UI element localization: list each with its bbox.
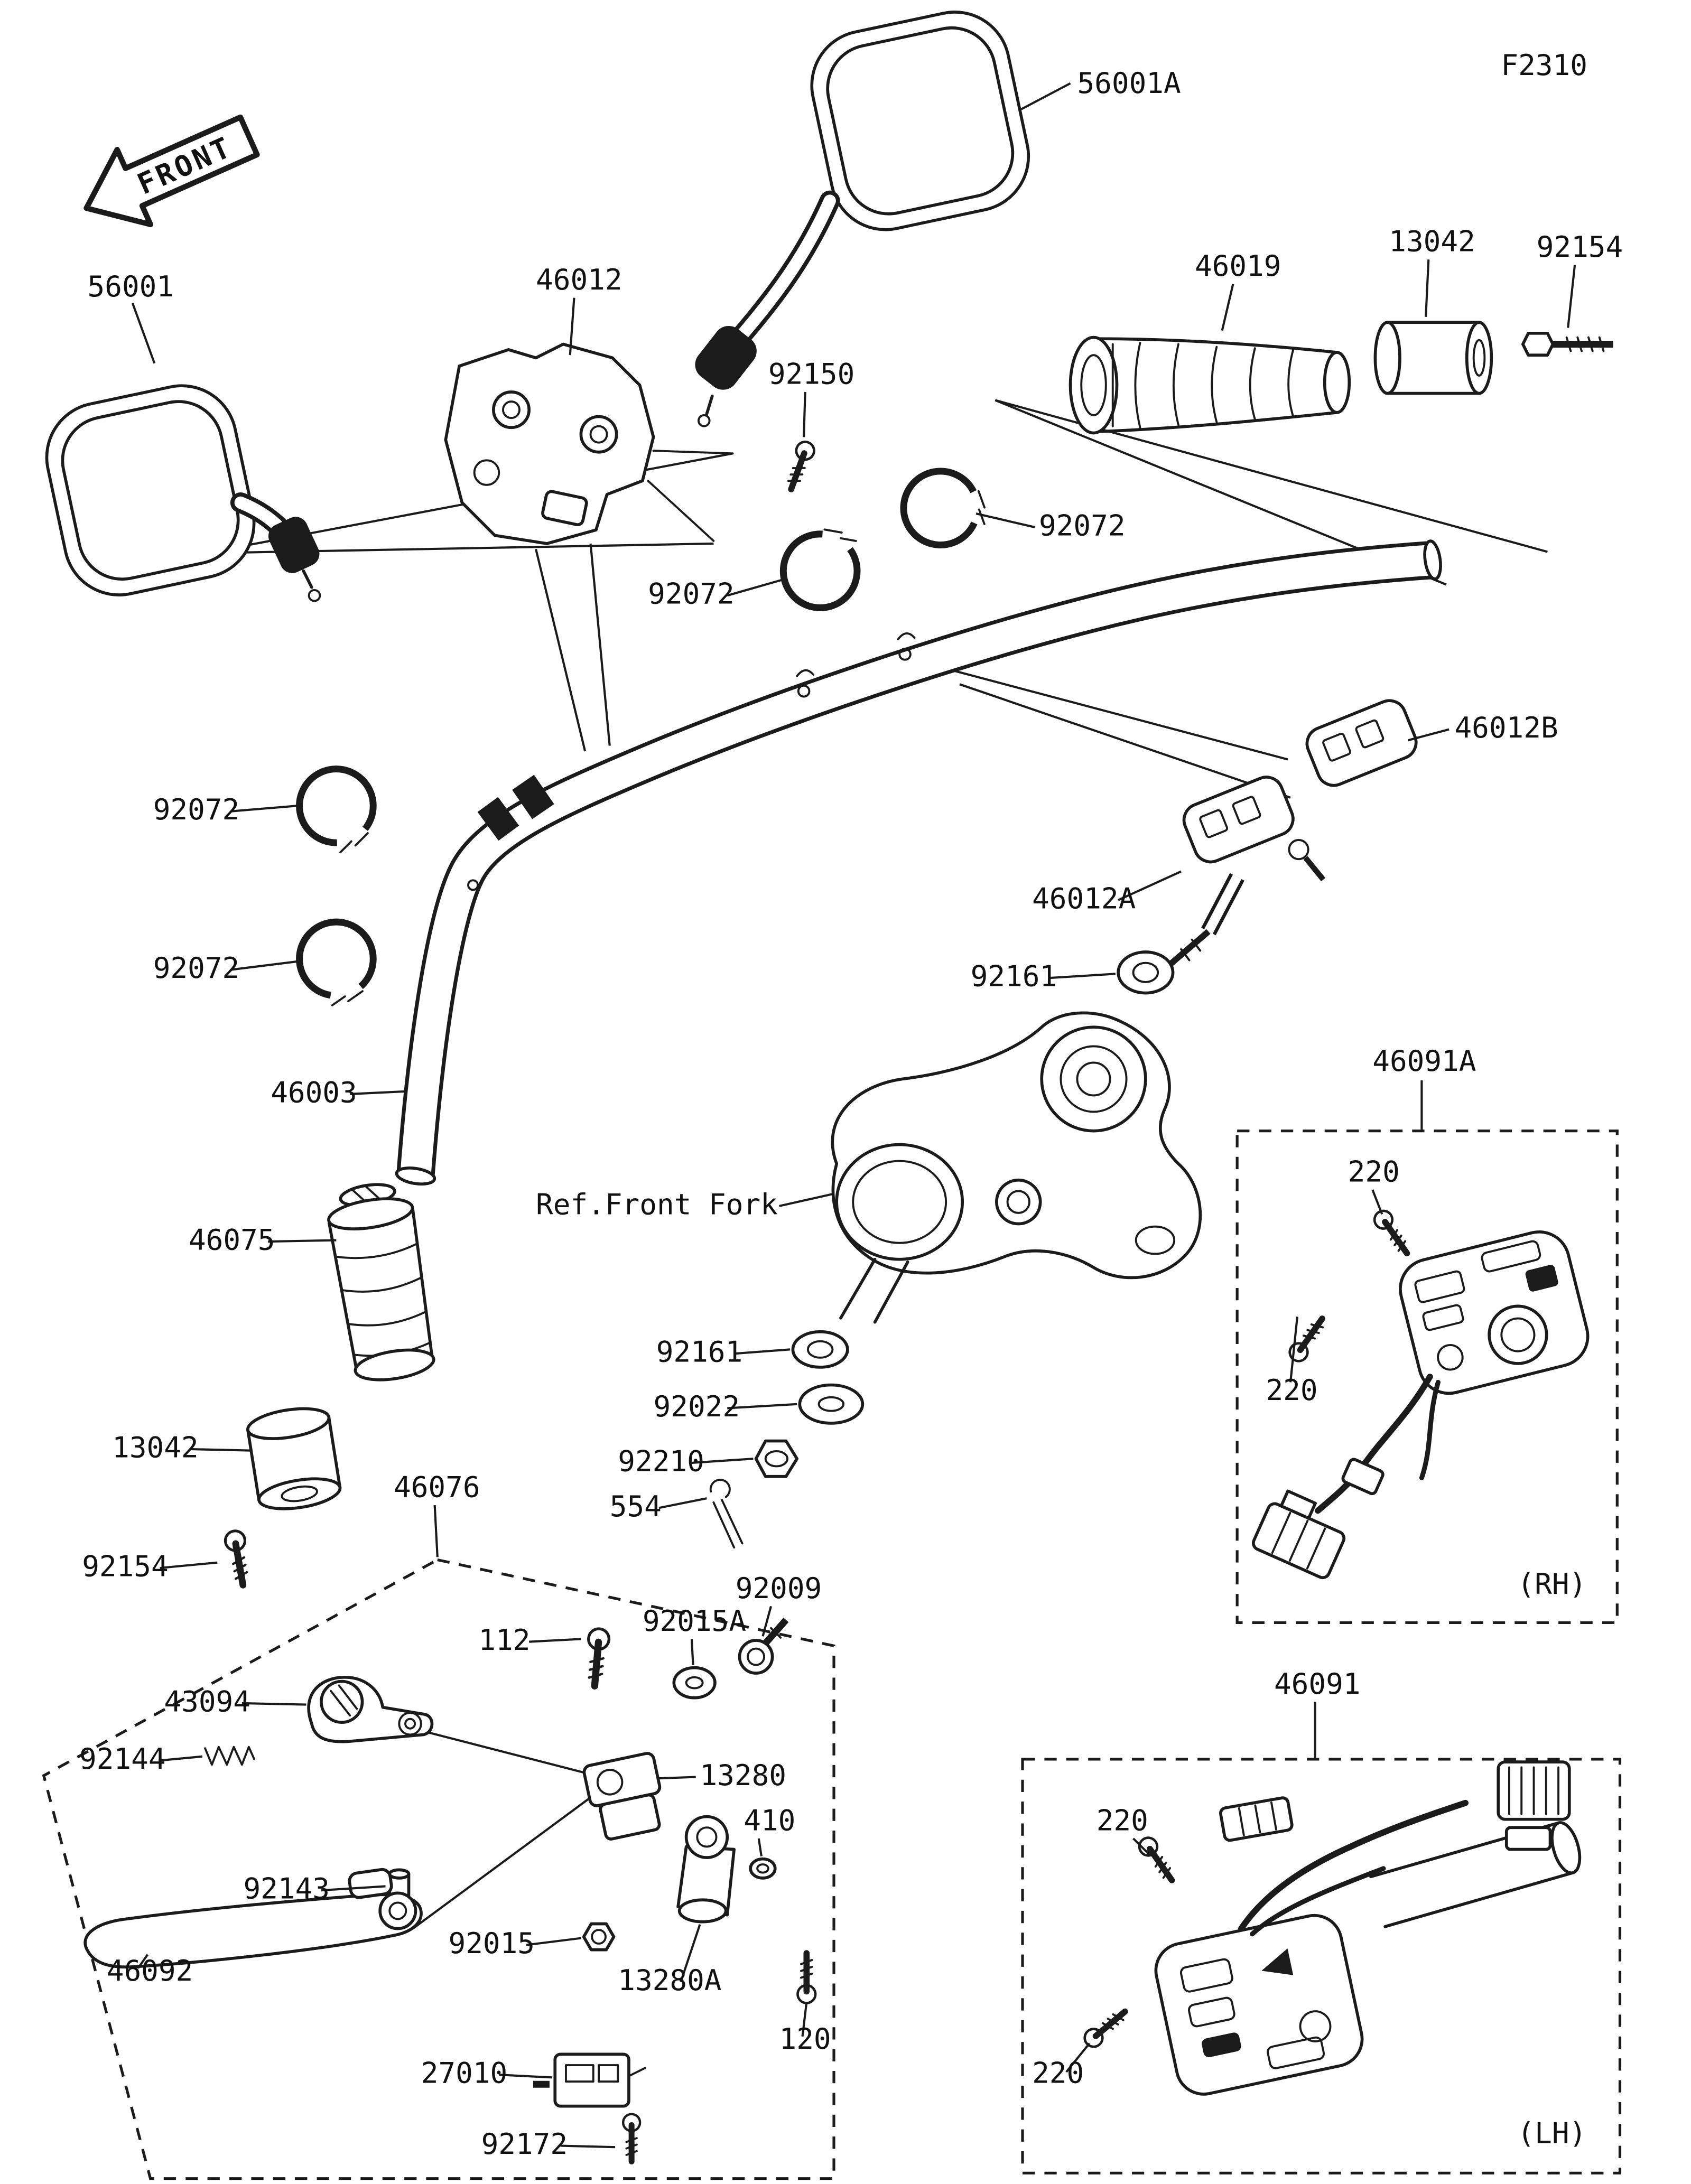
part-label-92015a: 92015A xyxy=(643,1604,746,1638)
part-label-13042-right: 13042 xyxy=(1389,225,1475,258)
band-clamp-92072-mid xyxy=(769,514,879,622)
part-label-46012a: 46012A xyxy=(1032,882,1136,915)
rh-label: (RH) xyxy=(1517,1567,1586,1601)
washer-92022 xyxy=(798,1383,865,1425)
clutch-assembly-46076 xyxy=(42,1558,835,2180)
part-label-46091a: 46091A xyxy=(1372,1044,1476,1078)
part-label-92072-left-1: 92072 xyxy=(153,793,240,826)
lh-connector-block xyxy=(1497,1760,1571,1851)
ref-front-fork-label: Ref.Front Fork xyxy=(536,1188,778,1221)
part-label-13042-left: 13042 xyxy=(112,1431,199,1464)
clamp-46012a xyxy=(1168,776,1326,967)
part-label-554: 554 xyxy=(610,1490,662,1523)
nut-92210 xyxy=(754,1439,799,1478)
front-direction-arrow: FRONT xyxy=(83,114,260,228)
part-label-92150: 92150 xyxy=(768,358,855,391)
part-label-43094: 43094 xyxy=(164,1685,250,1718)
clutch-lever-46092 xyxy=(83,1868,423,1969)
part-label-120: 120 xyxy=(779,2022,831,2056)
part-label-92072-mid: 92072 xyxy=(648,577,735,611)
knurl-band xyxy=(477,797,519,841)
leader-lines xyxy=(131,82,1576,2149)
part-label-92161-lower: 92161 xyxy=(656,1336,743,1369)
part-label-92210: 92210 xyxy=(618,1444,704,1478)
bolt-92154-left xyxy=(224,1529,253,1587)
lh-label: (LH) xyxy=(1517,2116,1586,2150)
part-label-56001: 56001 xyxy=(88,270,174,303)
clamp-holder-46012 xyxy=(444,342,734,545)
band-clamp-92072-right xyxy=(891,459,998,561)
part-label-27010: 27010 xyxy=(421,2057,508,2090)
bar-end-weight-13042-left xyxy=(246,1407,342,1510)
spring-92144 xyxy=(204,1746,256,1766)
part-label-56001a: 56001A xyxy=(1077,67,1181,100)
part-label-92154-right: 92154 xyxy=(1537,230,1623,264)
washer-92015a xyxy=(672,1666,717,1700)
screw-92172 xyxy=(623,2114,640,2162)
handlebar-46003 xyxy=(395,539,1442,1186)
band-clamp-92072-left-upper xyxy=(300,769,374,853)
washer-410 xyxy=(749,1857,777,1880)
part-label-13280: 13280 xyxy=(700,1759,786,1792)
part-label-46092: 46092 xyxy=(107,1954,193,1987)
page-code-label: F2310 xyxy=(1501,49,1587,82)
part-label-92072-right: 92072 xyxy=(1039,509,1126,542)
rh-connector xyxy=(1252,1489,1346,1580)
part-label-92154-left: 92154 xyxy=(82,1550,169,1583)
part-labels: F2310 56001A 56001 46012 92150 46019 130… xyxy=(79,49,1623,2161)
part-label-92072-left-2: 92072 xyxy=(153,951,240,985)
part-label-92022: 92022 xyxy=(654,1390,740,1423)
part-label-13280a: 13280A xyxy=(618,1964,721,1997)
lh-bar-stub xyxy=(1369,1821,1582,1928)
part-label-46012: 46012 xyxy=(536,263,622,296)
lh-switch-assembly-46091 xyxy=(1021,1758,1622,2174)
part-label-220-lh-1: 220 xyxy=(1097,1804,1148,1837)
washer-92161-upper xyxy=(1117,950,1175,995)
part-label-92009: 92009 xyxy=(736,1572,822,1605)
part-label-92172: 92172 xyxy=(481,2127,568,2161)
bolt-112 xyxy=(584,1628,610,1687)
part-label-410: 410 xyxy=(744,1804,795,1837)
part-label-46076: 46076 xyxy=(394,1471,480,1504)
bolt-92154-right xyxy=(1521,331,1613,357)
throttle-grip-46019 xyxy=(1069,335,1351,435)
band-clamp-92072-left-lower xyxy=(292,916,379,1011)
part-label-92143: 92143 xyxy=(243,1872,330,1906)
mirror-left-56001 xyxy=(45,384,321,602)
part-label-46075: 46075 xyxy=(189,1224,275,1257)
mirror-right-56001a xyxy=(695,11,1030,427)
part-label-92015: 92015 xyxy=(449,1927,535,1960)
rh-switch-assembly-46091a xyxy=(1235,1130,1619,1624)
bar-end-weight-13042-right xyxy=(1373,321,1493,395)
part-label-46012b: 46012B xyxy=(1454,711,1558,744)
cotter-pin-554 xyxy=(709,1479,744,1549)
lh-connector-left xyxy=(1219,1796,1294,1842)
knurl-band xyxy=(512,774,554,819)
lever-holder-43094 xyxy=(307,1675,434,1743)
holder-13280a xyxy=(676,1815,736,1924)
part-label-46019: 46019 xyxy=(1195,249,1281,283)
clamp-46012b xyxy=(1305,699,1418,787)
part-label-112: 112 xyxy=(478,1623,530,1657)
part-label-46091: 46091 xyxy=(1274,1667,1361,1701)
part-label-220-rh-2: 220 xyxy=(1266,1374,1317,1407)
part-label-220-lh-2: 220 xyxy=(1032,2057,1084,2090)
nut-92015 xyxy=(582,1922,616,1952)
bolt-120 xyxy=(797,1953,815,2003)
bolt-92009 xyxy=(738,1617,789,1675)
part-label-92161-upper: 92161 xyxy=(971,960,1057,993)
front-fork-bracket xyxy=(831,1011,1202,1324)
grip-46075 xyxy=(327,1183,435,1382)
part-label-46003: 46003 xyxy=(271,1076,357,1109)
washer-92161-lower xyxy=(791,1330,849,1369)
screw-92150 xyxy=(783,440,816,492)
switch-27010 xyxy=(533,2052,646,2108)
part-label-220-rh-1: 220 xyxy=(1348,1155,1400,1188)
part-label-92144: 92144 xyxy=(79,1742,166,1776)
holder-13280 xyxy=(582,1752,662,1841)
